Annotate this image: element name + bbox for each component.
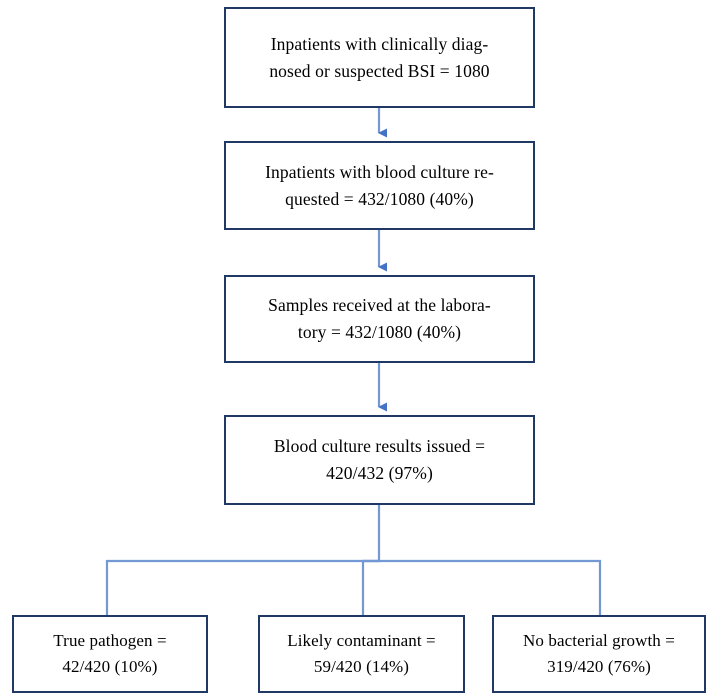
flow-node-label: Samples received at the labora- tory = 4… [268, 295, 491, 342]
flow-node-blood-culture-results-issued: Blood culture results issued = 420/432 (… [224, 415, 535, 505]
flow-node-label: Inpatients with clinically diag- nosed o… [269, 33, 490, 81]
flow-node-inpatients-with-blood-culture-requested: Inpatients with blood culture re- queste… [224, 141, 535, 230]
flow-node-label: No bacterial growth = 319/420 (76%) [523, 631, 675, 676]
flow-node-label: True pathogen = 42/420 (10%) [53, 631, 167, 676]
flow-node-true-pathogen: True pathogen = 42/420 (10%) [12, 615, 208, 693]
flow-node-label: Inpatients with blood culture re- queste… [265, 161, 494, 209]
flow-node-no-bacterial-growth: No bacterial growth = 319/420 (76%) [492, 615, 706, 693]
flow-node-likely-contaminant: Likely contaminant = 59/420 (14%) [258, 615, 465, 693]
flow-node-label: Blood culture results issued = 420/432 (… [273, 436, 486, 483]
flow-node-samples-received-at-the-laboratory: Samples received at the labora- tory = 4… [224, 275, 535, 363]
flow-node-label: Likely contaminant = 59/420 (14%) [287, 631, 436, 676]
flow-node-inpatients-clinically-diagnosed-or-suspected-bsi: Inpatients with clinically diag- nosed o… [224, 7, 535, 108]
